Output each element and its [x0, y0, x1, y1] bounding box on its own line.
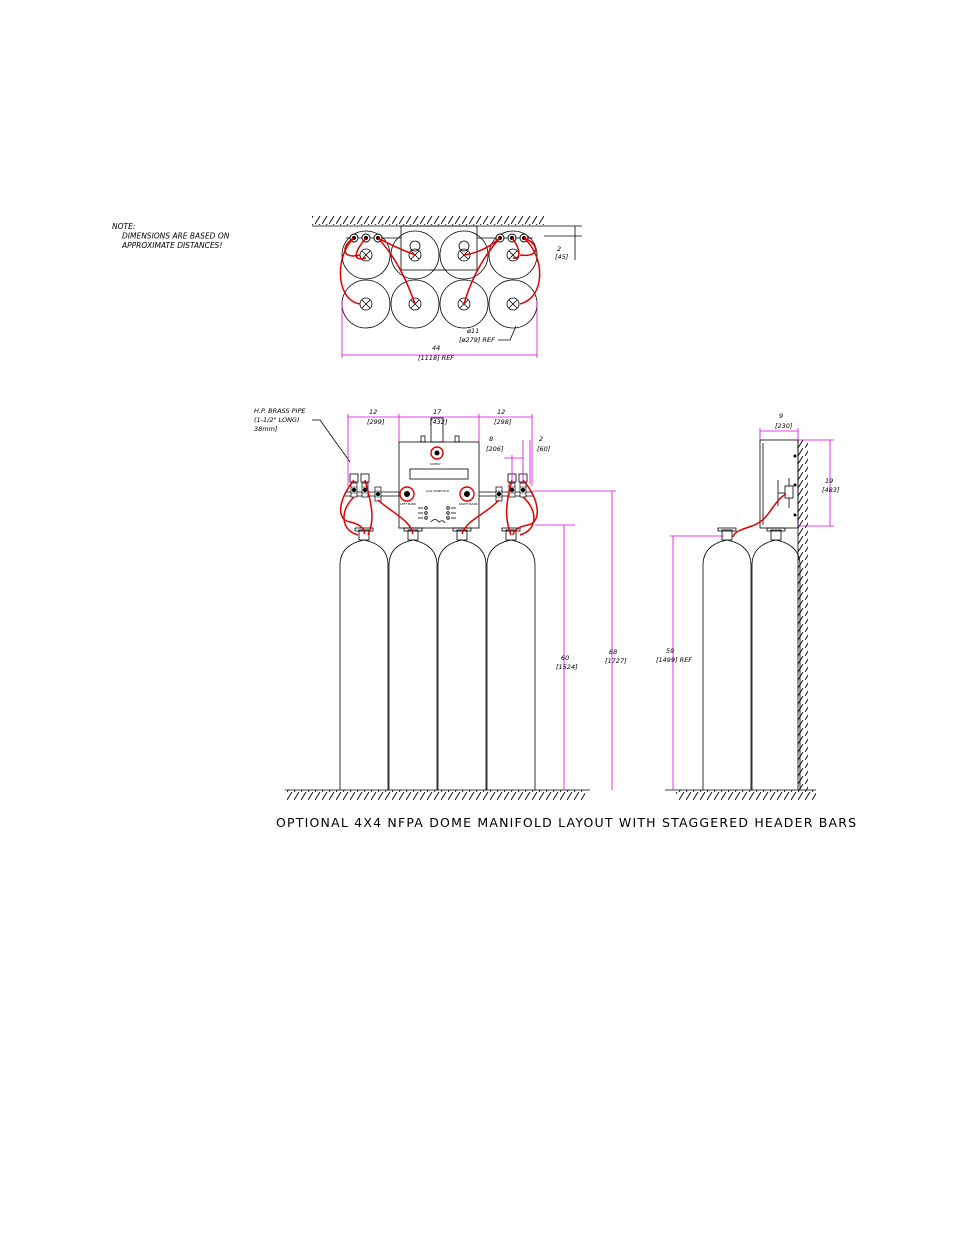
dim-cylinder-height-value: 60 [561, 654, 569, 662]
top-cylinder-valves [359, 248, 520, 311]
top-hoses [339, 237, 541, 305]
dim-valve-spacing-metric: [206] [486, 445, 504, 453]
side-cylinders [702, 527, 801, 790]
dim-valve-spacing-value: 8 [489, 435, 493, 443]
box-label-right: RIGHT BANK [459, 502, 479, 506]
front-cylinders [339, 527, 536, 790]
side-view: 9 [230] 19 [483] 59 [1499] REF [656, 412, 840, 800]
dim-left-header-metric: [299] [367, 418, 385, 426]
dim-end-offset-value: 2 [539, 435, 543, 443]
note-block: NOTE: DIMENSIONS ARE BASED ON APPROXIMAT… [112, 222, 230, 250]
note-line-2: APPROXIMATE DISTANCES! [121, 241, 222, 250]
top-manifold-box [400, 225, 478, 271]
box-label-left: LEFT BANK [400, 502, 417, 506]
side-hose [732, 493, 787, 538]
dim-side-cylinder-height-value: 59 [666, 647, 674, 655]
dim-control-box-metric: [432] [430, 418, 448, 426]
dim-cylinder-dia-metric: [ø279] REF [459, 336, 495, 344]
front-floor-hatch [285, 790, 585, 800]
dim-box-height-value: 19 [825, 477, 833, 485]
dim-overall-width-value: 44 [432, 344, 440, 352]
box-label-supply: SUPPLY [430, 462, 441, 466]
dim-cylinder-dia-value: ø11 [466, 327, 479, 335]
dim-overall-width-metric: [1118] REF [418, 354, 454, 362]
dim-cylinder-height-metric: [1524] [556, 663, 578, 671]
top-view: 2 [45] ø11 [ø279] REF 44 [1118] REF [312, 216, 582, 362]
dim-box-height-metric: [483] [822, 486, 840, 494]
status-indicators [418, 506, 456, 524]
note-line-1: DIMENSIONS ARE BASED ON [122, 232, 230, 241]
top-wall-hatch [312, 216, 544, 225]
pipe-callout-line-3: 38mm] [254, 425, 278, 433]
front-view: SUPPLY GAS MANIFOLD LEFT BANK RIGHT BANK [254, 407, 627, 800]
right-header-bar [479, 473, 533, 502]
dim-wall-offset-value: 2 [557, 245, 561, 253]
dim-box-depth-metric: [230] [775, 422, 793, 430]
dim-header-height-metric: [1727] [605, 657, 627, 665]
dim-end-offset-metric: [60] [537, 445, 551, 453]
dim-box-depth-value: 9 [779, 412, 783, 420]
note-heading: NOTE: [112, 222, 135, 231]
box-label-center: GAS MANIFOLD [426, 489, 450, 493]
dim-control-box-value: 17 [433, 408, 442, 416]
top-header-valves [349, 233, 529, 243]
side-wall-hatch [798, 440, 808, 790]
pipe-callout-line-1: H.P. BRASS PIPE [254, 407, 306, 415]
pipe-callout-line-2: (1-1/2" LONG) [254, 416, 300, 424]
dim-header-height-value: 68 [609, 648, 617, 656]
dim-right-header-metric: [298] [494, 418, 512, 426]
dim-side-cylinder-height-metric: [1499] REF [656, 656, 692, 664]
side-floor-hatch [676, 790, 816, 800]
side-control-box [759, 439, 799, 529]
drawing-title: OPTIONAL 4X4 NFPA DOME MANIFOLD LAYOUT W… [276, 815, 857, 830]
dim-left-header-value: 12 [369, 408, 377, 416]
left-header-bar [345, 473, 399, 502]
dim-wall-offset-metric: [45] [555, 253, 569, 261]
front-hoses [340, 479, 538, 536]
dim-right-header-value: 12 [497, 408, 505, 416]
